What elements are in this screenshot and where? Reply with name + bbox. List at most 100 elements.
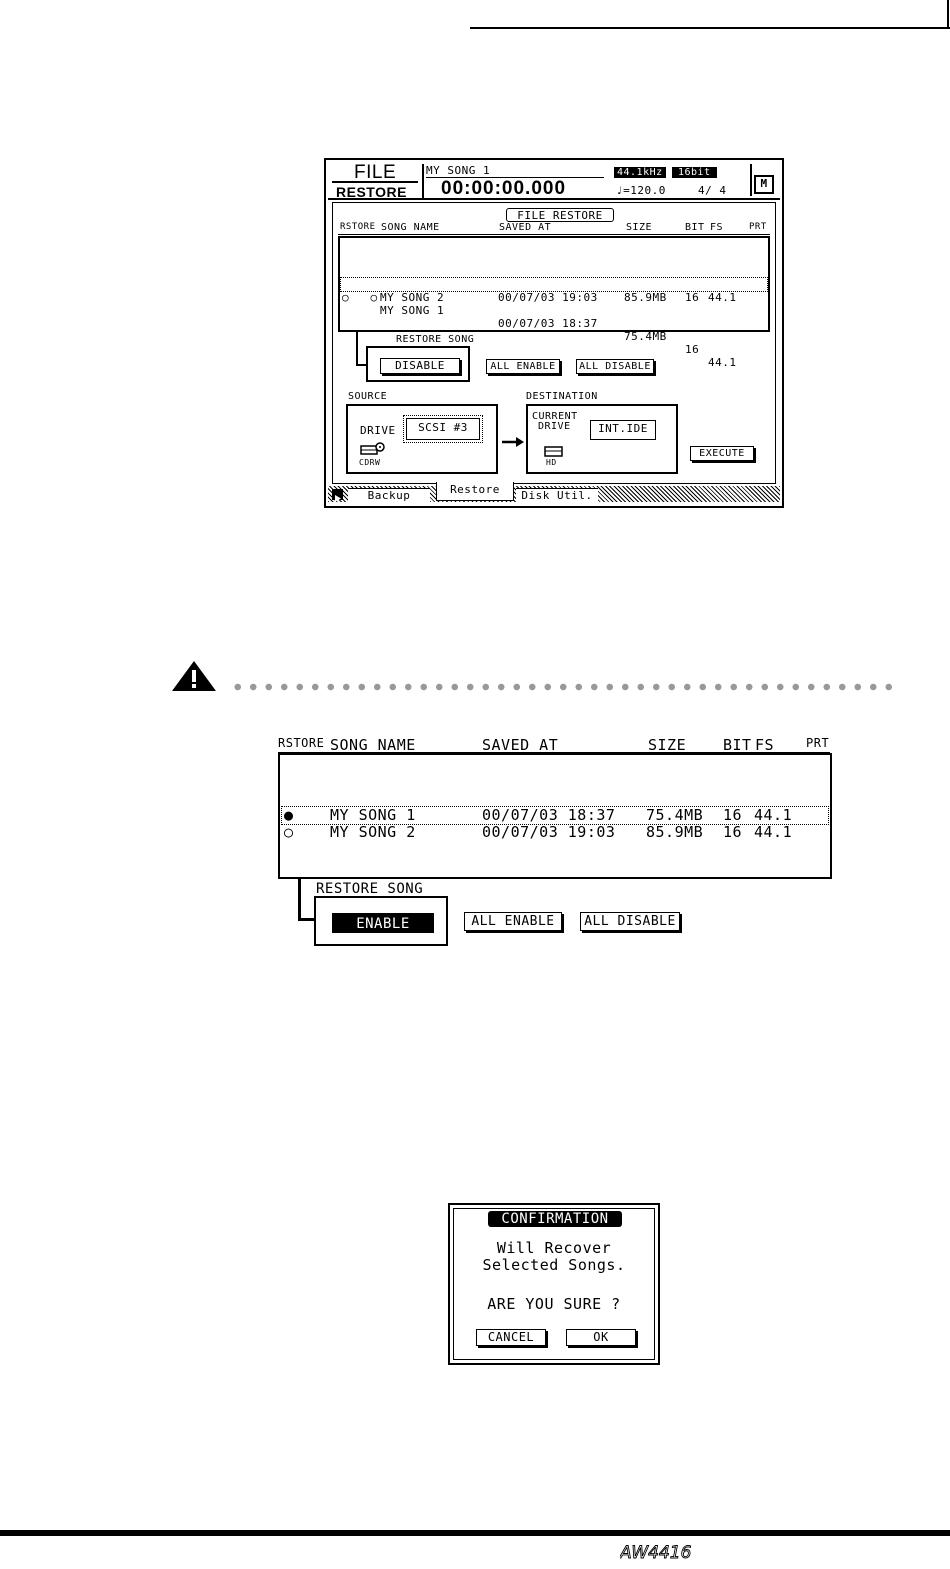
list-cursor — [281, 806, 829, 825]
table-row[interactable]: ○ MY SONG 2 00/07/03 19:03 85.9MB 16 44.… — [342, 291, 736, 304]
row-bit: 16 — [723, 823, 743, 841]
song-list[interactable] — [278, 753, 832, 879]
col-rstore: RSTORE — [340, 222, 376, 232]
tab-restore[interactable]: Restore — [436, 482, 514, 501]
header-underline — [278, 752, 830, 753]
sample-rate-badge: 44.1kHz — [614, 167, 666, 178]
tab-disk-util[interactable]: Disk Util. — [516, 488, 598, 503]
title-divider — [422, 164, 424, 198]
hd-drive-icon — [544, 443, 564, 462]
restore-list-detail: RSTORE SONG NAME SAVED AT SIZE BIT FS PR… — [278, 736, 834, 948]
source-media-label: CDRW — [359, 458, 381, 467]
confirmation-dialog: CONFIRMATION Will Recover Selected Songs… — [448, 1203, 660, 1365]
source-label: SOURCE — [348, 391, 388, 402]
row-bit: 16 — [685, 343, 700, 356]
header-rule — [470, 27, 950, 29]
table-row[interactable]: ○ MY SONG 2 00/07/03 19:03 85.9MB 16 44.… — [284, 824, 824, 841]
destination-label: DESTINATION — [526, 391, 598, 402]
row-size: 75.4MB — [646, 806, 704, 824]
col-rstore: RSTORE — [278, 736, 325, 750]
list-cursor — [340, 277, 768, 292]
row-size: 85.9MB — [624, 291, 667, 304]
warning-icon — [172, 661, 216, 695]
col-saved-at: SAVED AT — [499, 222, 552, 233]
all-enable-button[interactable]: ALL ENABLE — [486, 359, 560, 374]
row-fs: 44.1 — [708, 356, 737, 369]
tab-backup[interactable]: Backup — [348, 488, 430, 503]
title-underline — [332, 181, 418, 183]
dialog-line-1: Will Recover — [496, 1239, 612, 1257]
destination-media-label: HD — [546, 458, 557, 467]
song-title-underline — [426, 177, 604, 178]
screen-title-top: FILE — [354, 162, 397, 183]
row-radio[interactable]: ● — [284, 806, 294, 824]
aw4416-logo: AW4416 — [619, 1542, 730, 1566]
col-size: SIZE — [648, 736, 687, 754]
row-saved: 00/07/03 18:37 — [498, 317, 598, 330]
all-enable-button[interactable]: ALL ENABLE — [464, 912, 562, 931]
col-fs: FS — [755, 736, 775, 754]
connector-vertical — [356, 332, 358, 366]
row-fs: 44.1 — [754, 823, 793, 841]
restore-song-label: RESTORE SONG — [316, 881, 424, 897]
row-saved: 00/07/03 19:03 — [498, 291, 598, 304]
row-fs: 44.1 — [708, 291, 737, 304]
header-divider-right — [750, 164, 752, 196]
row-size: 75.4MB — [624, 330, 667, 343]
row-radio[interactable]: ○ — [342, 291, 350, 304]
meter-icon[interactable]: M — [754, 175, 774, 194]
table-row[interactable]: ● MY SONG 1 00/07/03 18:37 75.4MB 16 44.… — [284, 807, 824, 824]
col-bit: BIT — [685, 222, 705, 233]
col-song-name: SONG NAME — [381, 222, 440, 233]
bit-depth-badge: 16bit — [672, 167, 717, 178]
connector-horizontal — [298, 918, 316, 921]
row-radio[interactable]: ○ — [370, 291, 378, 304]
all-disable-button[interactable]: ALL DISABLE — [580, 912, 680, 931]
dotted-separator — [230, 683, 895, 691]
song-list[interactable] — [338, 236, 770, 332]
song-title: MY SONG 1 — [426, 164, 491, 177]
row-fs: 44.1 — [754, 806, 793, 824]
restore-song-label: RESTORE SONG — [396, 334, 475, 345]
row-bit: 16 — [723, 806, 743, 824]
col-song-name: SONG NAME — [330, 736, 416, 754]
connector-horizontal — [356, 364, 368, 366]
ok-button[interactable]: OK — [566, 1329, 636, 1346]
destination-drive-value: INT.IDE — [590, 420, 656, 440]
col-bit: BIT — [723, 736, 752, 754]
connector-vertical — [298, 879, 301, 921]
tempo-value: ♩=120.0 — [616, 184, 666, 197]
table-row[interactable]: ○ MY SONG 1 00/07/03 18:37 75.4MB 16 44.… — [342, 278, 737, 382]
restore-state-button[interactable]: DISABLE — [380, 358, 460, 374]
row-bit: 16 — [685, 291, 700, 304]
cdrw-drive-icon — [360, 441, 385, 455]
header-underline — [338, 234, 770, 235]
row-saved: 00/07/03 18:37 — [482, 806, 616, 824]
dialog-line-2: Selected Songs. — [482, 1256, 626, 1274]
row-saved: 00/07/03 19:03 — [482, 823, 616, 841]
row-name: MY SONG 1 — [380, 304, 445, 317]
col-size: SIZE — [626, 222, 653, 233]
panel-title: FILE RESTORE — [506, 208, 614, 222]
restore-state-button[interactable]: ENABLE — [332, 913, 434, 933]
source-drive-select[interactable]: SCSI #3 — [403, 415, 483, 443]
dialog-title: CONFIRMATION — [488, 1211, 622, 1227]
play-icon[interactable] — [332, 489, 343, 502]
time-counter: 00:00:00.000 — [441, 178, 567, 199]
file-restore-screen: FILE RESTORE MY SONG 1 00:00:00.000 44.1… — [324, 158, 784, 508]
arrow-right-icon — [502, 432, 524, 451]
current-drive-label-1: CURRENT — [532, 411, 578, 422]
screen-title-bottom: RESTORE — [336, 184, 407, 200]
col-saved-at: SAVED AT — [482, 736, 559, 754]
row-name: MY SONG 1 — [330, 806, 416, 824]
drive-label: DRIVE — [360, 424, 396, 437]
execute-button[interactable]: EXECUTE — [690, 446, 754, 461]
col-fs: FS — [710, 222, 724, 233]
header-bottom-rule — [328, 198, 780, 200]
meter-value: 4/ 4 — [698, 184, 727, 197]
cancel-button[interactable]: CANCEL — [476, 1329, 546, 1346]
dialog-question: ARE YOU SURE ? — [487, 1295, 621, 1313]
row-radio[interactable]: ○ — [284, 823, 294, 841]
all-disable-button[interactable]: ALL DISABLE — [576, 359, 654, 374]
row-name: MY SONG 2 — [330, 823, 416, 841]
